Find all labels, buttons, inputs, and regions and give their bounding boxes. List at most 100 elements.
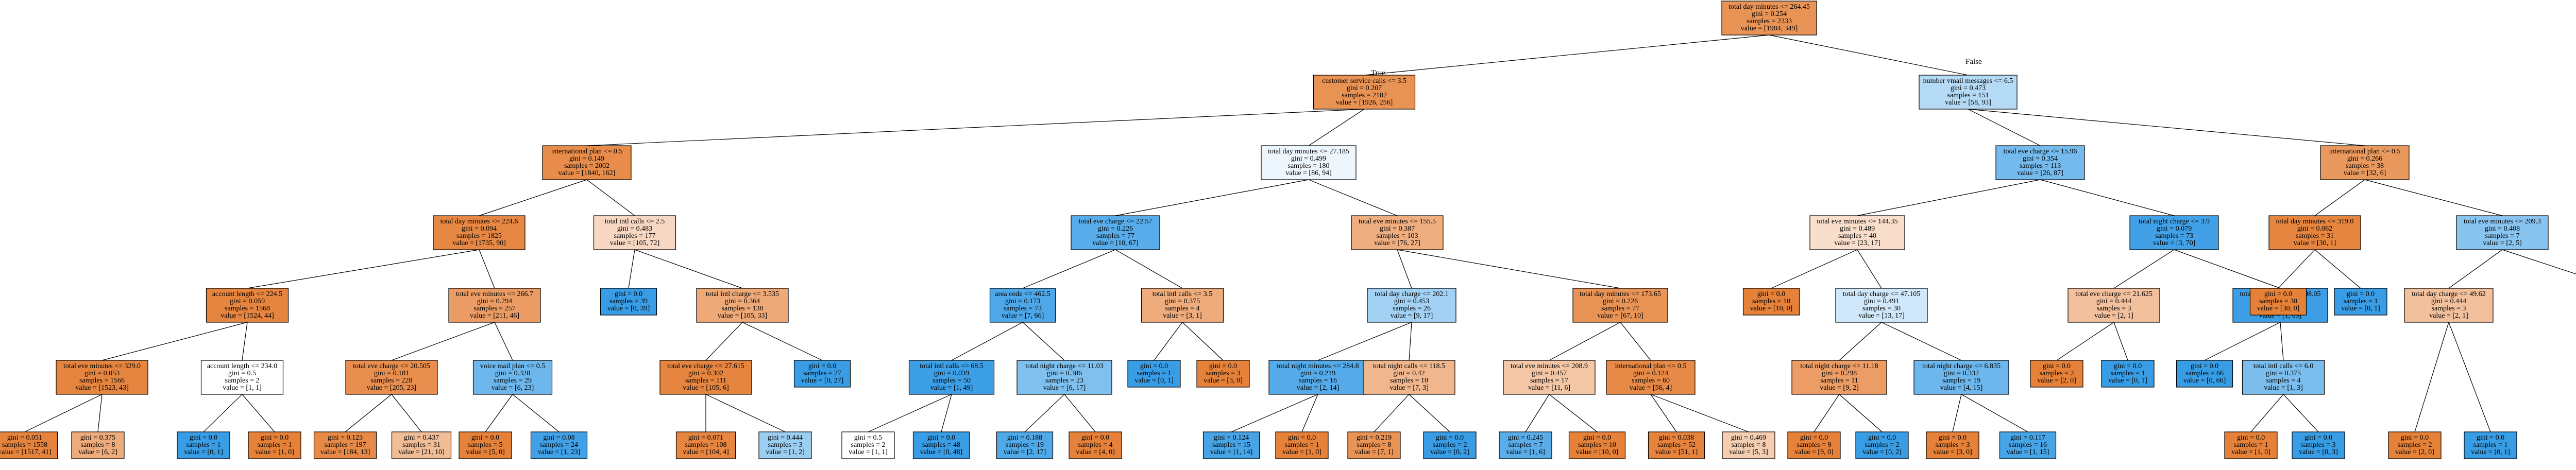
node-box bbox=[313, 431, 377, 459]
node-text-line: total night charge <= 11.18 bbox=[1800, 362, 1878, 370]
node-box bbox=[2067, 288, 2160, 323]
node-text-line: samples = 177 bbox=[614, 232, 656, 240]
node-text-line: gini = 0.149 bbox=[569, 155, 604, 163]
node-text-line: samples = 16 bbox=[2009, 441, 2047, 449]
node-text-line: international plan <= 0.5 bbox=[1615, 362, 1687, 370]
tree-edge bbox=[951, 322, 1023, 361]
node-text-line: value = [10, 0] bbox=[1750, 305, 1793, 312]
node-box bbox=[2320, 145, 2410, 180]
node-text-line: account length <= 234.0 bbox=[207, 362, 277, 370]
node-text-line: value = [2, 0] bbox=[2037, 377, 2076, 385]
node-text-line: value = [6, 23] bbox=[492, 384, 534, 392]
node-text-line: value = [3, 0] bbox=[1933, 448, 1972, 456]
tree-edge bbox=[2040, 179, 2175, 216]
node-text-line: gini = 0.0 bbox=[1800, 434, 1828, 442]
node-text-line: value = [9, 17] bbox=[1391, 312, 1433, 320]
tree-edge bbox=[2502, 249, 2576, 274]
node-text-line: value = [9, 2] bbox=[1820, 384, 1859, 392]
node-text-line: samples = 39 bbox=[609, 298, 648, 305]
node-text-line: value = [23, 17] bbox=[1834, 239, 1880, 247]
node-text-line: value = [58, 93] bbox=[1945, 99, 1991, 107]
node-text-line: samples = 3 bbox=[2301, 441, 2336, 449]
node-text-line: gini = 0.117 bbox=[2010, 434, 2045, 442]
node-text-line: samples = 77 bbox=[1601, 305, 1639, 312]
node-text-line: total day minutes <= 173.65 bbox=[1580, 290, 1661, 298]
node-text-line: samples = 103 bbox=[1377, 232, 1418, 240]
node-text-line: gini = 0.354 bbox=[2023, 155, 2058, 163]
node-box bbox=[1606, 360, 1696, 395]
tree-edge bbox=[2448, 249, 2503, 289]
node-text-line: gini = 0.469 bbox=[1731, 434, 1766, 442]
node-text-line: value = [0, 1] bbox=[184, 448, 223, 456]
node-text-line: total intl calls <= 2.5 bbox=[605, 218, 665, 225]
node-box bbox=[1367, 288, 1456, 323]
node-text-line: value = [30, 0] bbox=[2257, 305, 2300, 312]
node-text-line: total day charge <= 49.62 bbox=[2412, 290, 2485, 298]
node-text-line: gini = 0.0 bbox=[1288, 434, 1316, 442]
node-box bbox=[1196, 360, 1250, 388]
tree-edge bbox=[479, 249, 495, 289]
node-text-line: gini = 0.123 bbox=[328, 434, 363, 442]
node-text-line: samples = 2 bbox=[1433, 441, 1467, 449]
tree-edge bbox=[1839, 322, 1882, 361]
node-box bbox=[1499, 431, 1552, 459]
node-text-line: gini = 0.302 bbox=[688, 370, 723, 377]
node-text-line: samples = 151 bbox=[1947, 92, 1989, 99]
node-text-line: gini = 0.0 bbox=[2347, 290, 2375, 298]
tree-edge bbox=[1857, 249, 1882, 289]
node-text-line: value = [9, 0] bbox=[1794, 448, 1834, 456]
node-box bbox=[433, 215, 526, 250]
node-text-line: total day charge <= 47.105 bbox=[1843, 290, 1920, 298]
node-text-line: gini = 0.094 bbox=[462, 225, 497, 233]
node-text-line: samples = 77 bbox=[1096, 232, 1134, 240]
node-text-line: gini = 0.173 bbox=[1005, 298, 1040, 305]
tree-edge bbox=[1397, 249, 1412, 289]
node-text-line: samples = 180 bbox=[1288, 162, 1330, 170]
node-text-line: value = [7, 1] bbox=[1354, 448, 1394, 456]
node-box bbox=[1313, 75, 1416, 110]
node-text-line: gini = 0.298 bbox=[1822, 370, 1857, 377]
node-text-line: gini = 0.0 bbox=[808, 362, 836, 370]
node-text-line: international plan <= 0.5 bbox=[551, 148, 623, 155]
tree-edge bbox=[1968, 109, 2041, 146]
node-text-line: value = [1840, 162] bbox=[558, 169, 616, 177]
tree-edge bbox=[1961, 394, 2028, 432]
node-text-line: value = [6, 2] bbox=[78, 448, 117, 456]
node-text-line: value = [10, 67] bbox=[1092, 239, 1139, 247]
node-text-line: customer service calls <= 3.5 bbox=[1322, 77, 1406, 85]
edge-label-false: False bbox=[1965, 58, 1982, 66]
node-text-line: gini = 0.266 bbox=[2347, 155, 2382, 163]
tree-edge bbox=[242, 394, 275, 432]
tree-edge bbox=[1308, 179, 1398, 216]
tree-edge bbox=[2280, 322, 2284, 361]
node-text-line: value = [3, 1] bbox=[1163, 312, 1202, 320]
node-box bbox=[2388, 431, 2442, 459]
node-text-line: samples = 48 bbox=[922, 441, 960, 449]
node-text-line: total intl calls <= 3.5 bbox=[1153, 290, 1213, 298]
node-text-line: total intl charge <= 3.535 bbox=[706, 290, 779, 298]
node-text-line: value = [1, 23] bbox=[538, 448, 581, 456]
node-box bbox=[542, 145, 632, 180]
node-text-line: area code <= 462.5 bbox=[995, 290, 1050, 298]
node-text-line: value = [104, 4] bbox=[683, 448, 729, 456]
node-text-line: samples = 50 bbox=[933, 377, 971, 385]
tree-edges bbox=[24, 34, 2576, 432]
node-text-line: value = [7, 66] bbox=[1002, 312, 1044, 320]
node-text-line: samples = 2182 bbox=[1342, 92, 1387, 99]
node-text-line: value = [7, 3] bbox=[1389, 384, 1429, 392]
node-text-line: gini = 0.079 bbox=[2157, 225, 2192, 233]
